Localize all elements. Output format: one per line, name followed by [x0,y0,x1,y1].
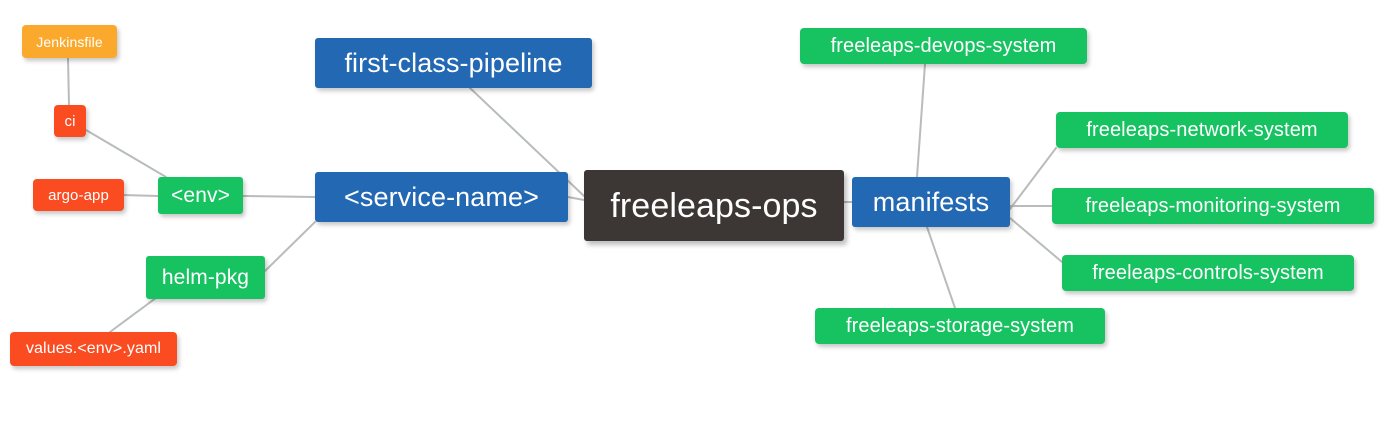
mindmap-node-jenkinsfile[interactable]: Jenkinsfile [22,25,117,58]
edge-service-name-to-helm-pkg [264,221,316,272]
edge-freeleaps-ops-to-service-name [567,196,585,201]
mindmap-node-label: freeleaps-monitoring-system [1085,195,1341,217]
mindmap-node-label: freeleaps-network-system [1086,119,1318,141]
mindmap-node-env[interactable]: <env> [158,177,243,214]
mindmap-node-label: Jenkinsfile [36,33,103,50]
mindmap-node-freeleaps-ops[interactable]: freeleaps-ops [584,170,844,241]
mindmap-node-manifests[interactable]: manifests [852,177,1010,227]
edge-env-to-ci [85,129,167,178]
mindmap-node-label: helm-pkg [161,266,250,289]
mindmap-node-label: argo-app [48,186,109,204]
mindmap-node-argo-app[interactable]: argo-app [33,179,124,211]
mindmap-node-label: <env> [171,184,230,207]
edge-service-name-to-env [242,195,316,198]
mindmap-node-label: freeleaps-storage-system [845,315,1075,337]
mindmap-node-label: values.<env>.yaml [25,340,162,357]
mindmap-node-label: freeleaps-controls-system [1092,262,1324,284]
mindmap-node-ci[interactable]: ci [54,105,86,137]
edge-manifests-to-freeleaps-storage-system [926,226,956,309]
mindmap-node-label: first-class-pipeline [344,47,563,78]
mindmap-node-values-env-yaml[interactable]: values.<env>.yaml [10,332,177,366]
mindmap-node-service-name[interactable]: <service-name> [315,172,568,222]
mindmap-node-label: <service-name> [344,181,539,212]
mindmap-node-helm-pkg[interactable]: helm-pkg [146,256,265,299]
mindmap-node-freeleaps-devops-system[interactable]: freeleaps-devops-system [800,28,1087,64]
edge-ci-to-jenkinsfile [67,57,70,106]
mindmap-node-freeleaps-monitoring-system[interactable]: freeleaps-monitoring-system [1052,188,1374,224]
mindmap-node-label: freeleaps-devops-system [830,35,1057,57]
mindmap-node-label: ci [64,112,76,130]
mindmap-node-label: freeleaps-ops [610,186,818,225]
edge-manifests-to-freeleaps-network-system [1009,147,1057,210]
edge-manifests-to-freeleaps-controls-system [1009,217,1063,263]
mindmap-node-freeleaps-storage-system[interactable]: freeleaps-storage-system [815,308,1105,344]
mindmap-node-freeleaps-controls-system[interactable]: freeleaps-controls-system [1062,255,1354,291]
mindmap-node-freeleaps-network-system[interactable]: freeleaps-network-system [1056,112,1348,148]
mindmap-node-first-class-pipeline[interactable]: first-class-pipeline [315,38,592,88]
mindmap-node-label: manifests [872,186,990,217]
edge-manifests-to-freeleaps-devops-system [916,63,926,178]
edge-env-to-argo-app [123,194,159,197]
